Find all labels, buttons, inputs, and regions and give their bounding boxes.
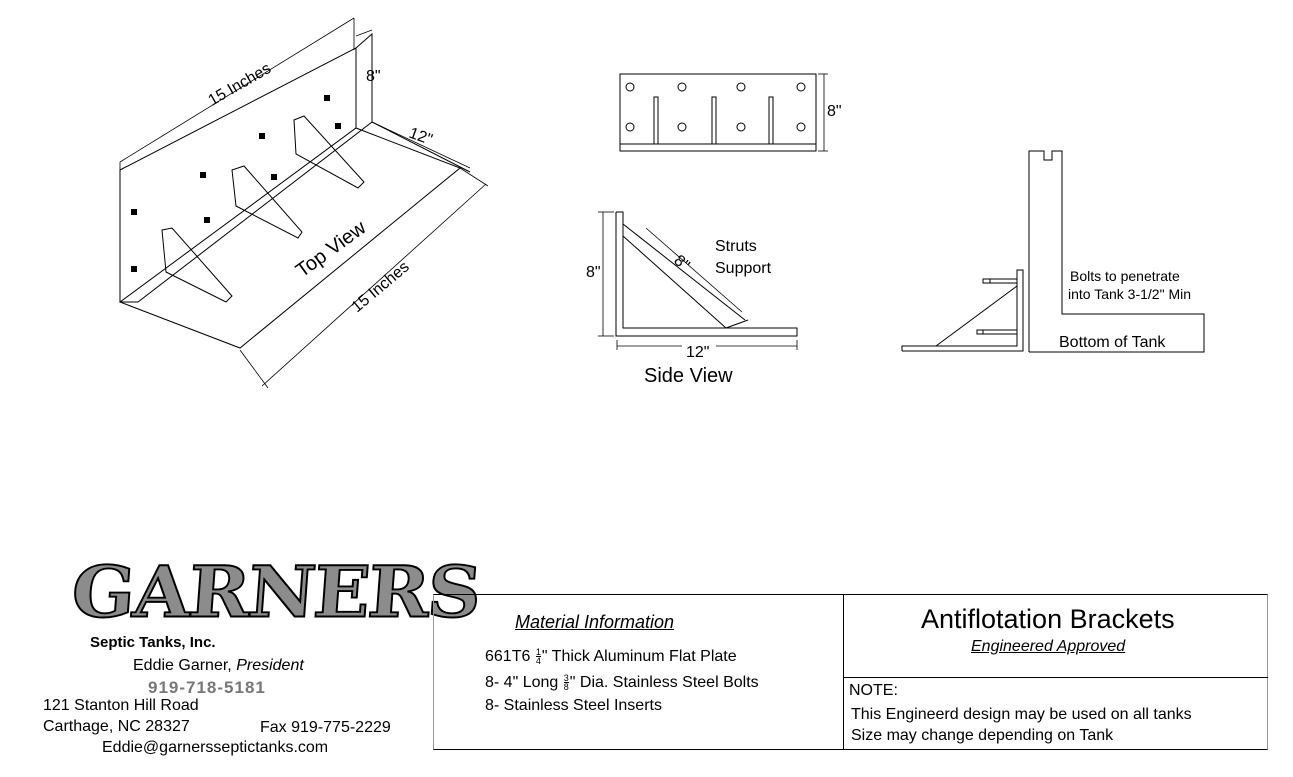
top-view-length-top: 15 Inches — [206, 60, 275, 109]
company-fax: Fax 919-775-2229 — [260, 719, 391, 736]
bolt-hole — [131, 266, 137, 272]
president-line: Eddie Garner, President — [133, 657, 304, 675]
side-view-height: 8" — [586, 264, 601, 281]
front-view-height: 8" — [827, 103, 842, 120]
bolt-hole — [204, 217, 210, 223]
note-heading: NOTE: — [849, 682, 898, 699]
top-view-base-plate — [118, 127, 461, 349]
address-line-2: Carthage, NC 28327 — [43, 718, 190, 735]
bolt-hole — [271, 174, 277, 180]
bolts-text-1: Bolts to penetrate — [1070, 268, 1180, 284]
material-1-suffix: " Thick Aluminum Flat Plate — [541, 648, 737, 665]
material-2-prefix: 8- 4" Long — [485, 674, 559, 691]
front-plate — [619, 73, 817, 152]
address-line-1: 121 Stanton Hill Road — [43, 697, 199, 714]
top-view: 15 Inches 15 Inches 8" 12" Top View — [118, 17, 489, 389]
bolt-hole — [259, 133, 265, 139]
note-line-2: Size may change depending on Tank — [851, 727, 1114, 744]
drawing-title: Antiflotation Brackets — [921, 604, 1175, 634]
material-2-suffix: " Dia. Stainless Steel Bolts — [569, 674, 759, 691]
front-view: 8" — [619, 73, 842, 152]
side-view: 8" 8" 12" Struts Support Side View — [586, 211, 798, 387]
strut-3 — [293, 115, 365, 189]
company-email: Eddie@garnersseptictanks.com — [102, 739, 329, 756]
bolt-hole — [131, 209, 137, 215]
president-title: President — [236, 657, 304, 674]
top-view-height: 8" — [366, 68, 381, 85]
note-line-1: This Engineerd design may be used on all… — [851, 706, 1192, 723]
top-view-length-bottom: 15 Inches — [349, 258, 413, 316]
struts-text-1: Struts — [715, 238, 757, 255]
bolts-text-2: into Tank 3-1/2" Min — [1068, 286, 1191, 302]
side-view-label: Side View — [644, 365, 733, 387]
bottom-of-tank-label: Bottom of Tank — [1059, 334, 1166, 351]
company-phone: 919-718-5181 — [148, 678, 266, 697]
top-view-label: Top View — [292, 216, 371, 282]
side-view-strut: 8" — [670, 252, 692, 274]
top-view-depth: 12" — [407, 125, 435, 149]
side-view-width: 12" — [686, 344, 709, 361]
material-1-prefix: 661T6 — [485, 648, 531, 665]
tank-view: Bolts to penetrate into Tank 3-1/2" Min … — [901, 150, 1205, 353]
company-logo: GARNERS — [68, 551, 483, 635]
material-heading: Material Information — [515, 612, 675, 632]
bolt-hole — [324, 95, 330, 101]
president-name: Eddie Garner, — [133, 657, 232, 674]
company-name: Septic Tanks, Inc. — [90, 634, 216, 651]
bolt-hole — [335, 123, 341, 129]
bolt-hole — [200, 172, 206, 178]
strut-1 — [161, 227, 233, 303]
strut-2 — [231, 165, 303, 239]
struts-text-2: Support — [715, 260, 772, 277]
drawing-subtitle: Engineered Approved — [971, 638, 1126, 655]
material-item-3: 8- Stainless Steel Inserts — [485, 697, 662, 714]
